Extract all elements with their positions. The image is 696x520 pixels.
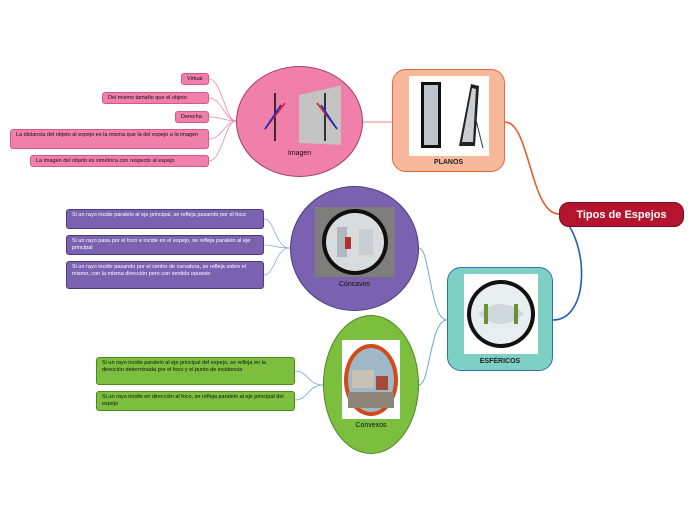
concavos-label: Cóncavos: [338, 281, 371, 288]
node-concavos[interactable]: Cóncavos: [290, 186, 419, 311]
imagen-leaf-mismo-tamano[interactable]: Del mismo tamaño que el objeto: [102, 92, 209, 104]
planos-mirror-image: [409, 76, 489, 156]
node-imagen[interactable]: Imagen: [236, 66, 363, 177]
planos-label: PLANOS: [433, 159, 464, 166]
node-convexos[interactable]: Convexos: [323, 315, 419, 454]
imagen-leaf-virtual[interactable]: Virtual: [181, 73, 209, 85]
imagen-leaf-derecha[interactable]: Derecha: [175, 111, 209, 123]
imagen-leaf-distancia[interactable]: La distancia del objeto al espejo es la …: [10, 129, 209, 149]
concavos-leaf-paralelo[interactable]: Si un rayo incide paralelo al eje princi…: [66, 209, 264, 229]
reflection-diagram-icon: [264, 85, 341, 145]
node-planos[interactable]: PLANOS: [392, 69, 505, 172]
node-esfericos[interactable]: ESFÉRICOS: [447, 267, 553, 371]
concavos-photo: [315, 207, 395, 277]
convexos-leaf-paralelo[interactable]: Si un rayo incide paralelo al eje princi…: [96, 357, 295, 385]
mirror-icon: [421, 82, 484, 149]
esfericos-label: ESFÉRICOS: [479, 358, 521, 365]
imagen-leaf-simetrica[interactable]: La imagen del objeto es simétrica con re…: [30, 155, 209, 167]
convex-mirror-photo-icon: [342, 340, 400, 419]
convexos-photo: [342, 340, 400, 419]
esfericos-mirror-image: [464, 274, 538, 354]
concave-mirror-photo-icon: [315, 207, 395, 277]
imagen-label: Imagen: [287, 150, 312, 157]
convexos-leaf-foco[interactable]: Si un rayo incide en dirección al foco, …: [96, 391, 295, 411]
convexos-label: Convexos: [355, 422, 387, 429]
root-node-tipos-de-espejos[interactable]: Tipos de Espejos: [559, 202, 684, 227]
concavos-leaf-centro-curvatura[interactable]: Si un rayo incide pasando por el centro …: [66, 261, 264, 289]
concavos-leaf-foco[interactable]: Si un rayo pasa por el foco e incide en …: [66, 235, 264, 255]
root-label: Tipos de Espejos: [576, 208, 667, 221]
convex-mirror-icon: [467, 280, 535, 348]
